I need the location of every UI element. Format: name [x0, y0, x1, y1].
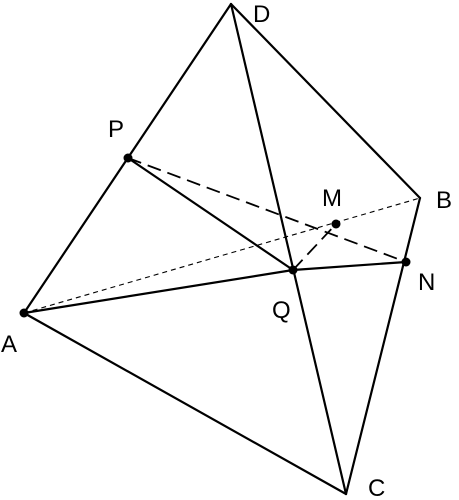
- label-Q: Q: [272, 297, 291, 324]
- segment-A-C: [22, 311, 348, 496]
- point-M-dot: [331, 219, 341, 229]
- label-D: D: [253, 1, 270, 28]
- point-P-dot: [123, 153, 133, 163]
- point-A-dot: [19, 308, 29, 318]
- label-N: N: [418, 269, 435, 296]
- point-N-dot: [401, 257, 411, 267]
- label-M: M: [322, 185, 342, 212]
- segment-A-Q: [22, 268, 295, 315]
- label-A: A: [1, 331, 17, 358]
- segment-D-C: [229, 2, 348, 496]
- label-C: C: [368, 475, 385, 500]
- segment-P-Q: [126, 156, 295, 272]
- segment-B-C: [344, 196, 422, 496]
- segment-A-B: [23, 197, 421, 314]
- label-P: P: [108, 116, 124, 143]
- segment-P-N: [127, 157, 407, 263]
- point-Q-dot: [288, 265, 298, 275]
- label-B: B: [436, 187, 452, 214]
- segment-Q-N: [291, 260, 408, 272]
- segment-Q-M: [292, 223, 337, 271]
- segment-D-B: [229, 2, 422, 200]
